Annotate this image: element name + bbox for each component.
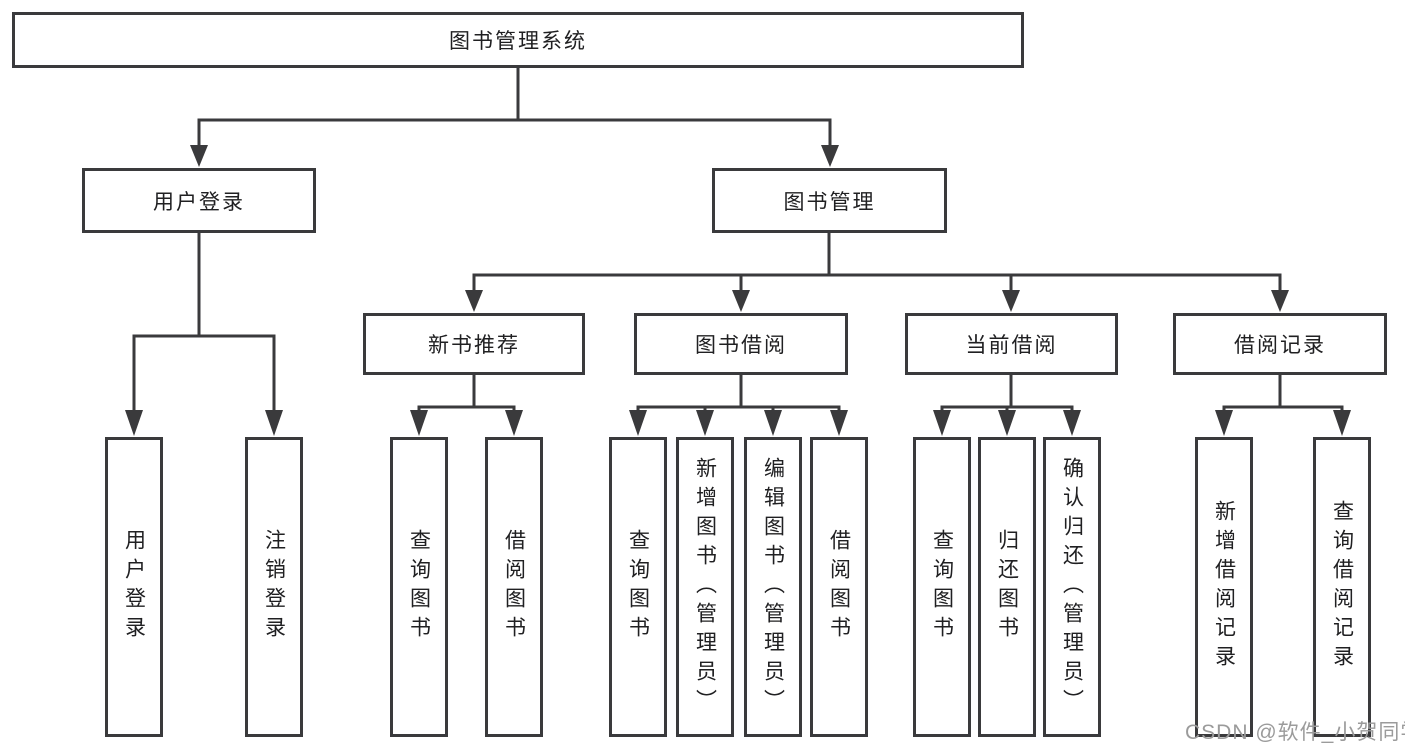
leaf-logout-login: 注销登录	[245, 437, 303, 737]
leaf-add-book-admin: 新增图书（管理员）	[676, 437, 734, 737]
leaf-edit-book-admin: 编辑图书（管理员）	[744, 437, 802, 737]
leaf-query-books-recommend: 查询图书	[390, 437, 448, 737]
node-root: 图书管理系统	[12, 12, 1024, 68]
arrowheads	[125, 145, 1351, 436]
leaf-borrow-books-borrowing: 借阅图书	[810, 437, 868, 737]
leaf-user-login: 用户登录	[105, 437, 163, 737]
node-book-borrowing: 图书借阅	[634, 313, 848, 375]
leaf-query-books-current: 查询图书	[913, 437, 971, 737]
leaf-borrow-books-recommend: 借阅图书	[485, 437, 543, 737]
node-book-management: 图书管理	[712, 168, 947, 233]
leaf-confirm-return-admin: 确认归还（管理员）	[1043, 437, 1101, 737]
leaf-query-books-borrowing: 查询图书	[609, 437, 667, 737]
node-borrowing-records: 借阅记录	[1173, 313, 1387, 375]
leaf-query-borrow-record: 查询借阅记录	[1313, 437, 1371, 737]
leaf-return-book: 归还图书	[978, 437, 1036, 737]
node-current-borrowing: 当前借阅	[905, 313, 1118, 375]
node-new-book-recommend: 新书推荐	[363, 313, 585, 375]
csdn-watermark: CSDN @软件_小贺同学	[1185, 721, 1405, 744]
node-user-login: 用户登录	[82, 168, 316, 233]
leaf-add-borrow-record: 新增借阅记录	[1195, 437, 1253, 737]
